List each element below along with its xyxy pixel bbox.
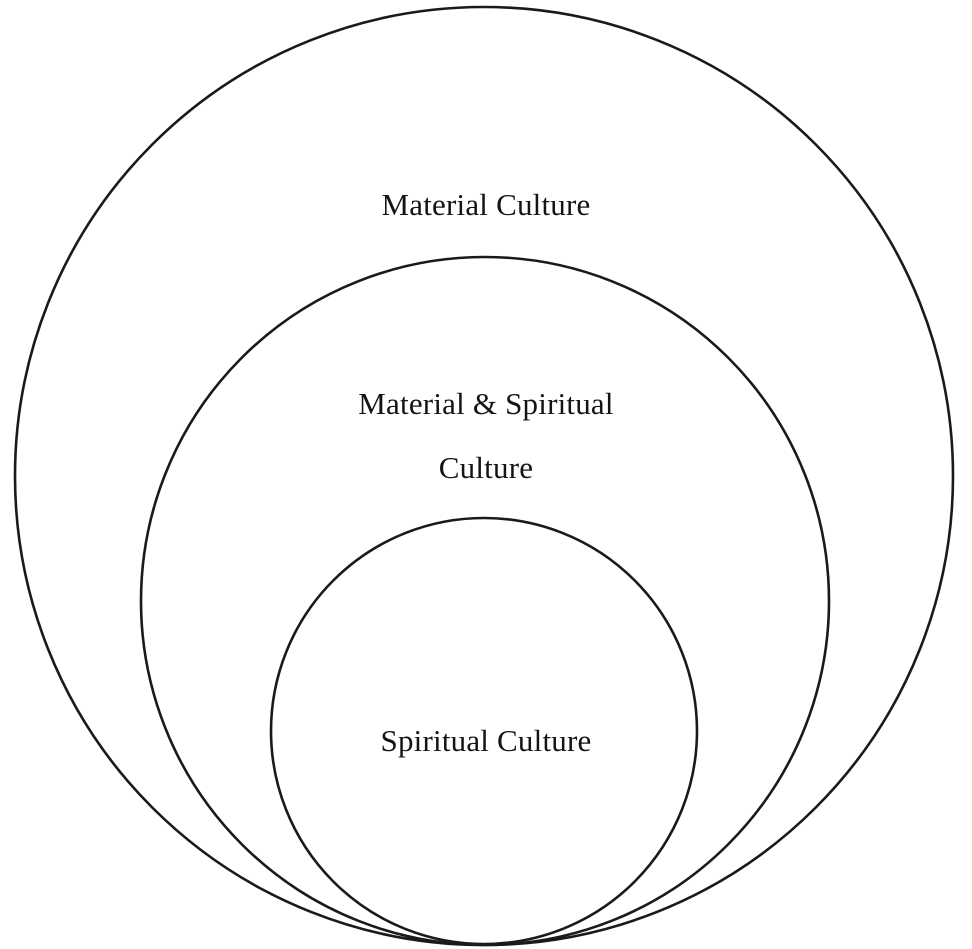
material-and-spiritual-culture-circle [139,255,831,947]
material-culture-circle [13,5,955,947]
spiritual-culture-circle [269,516,699,946]
